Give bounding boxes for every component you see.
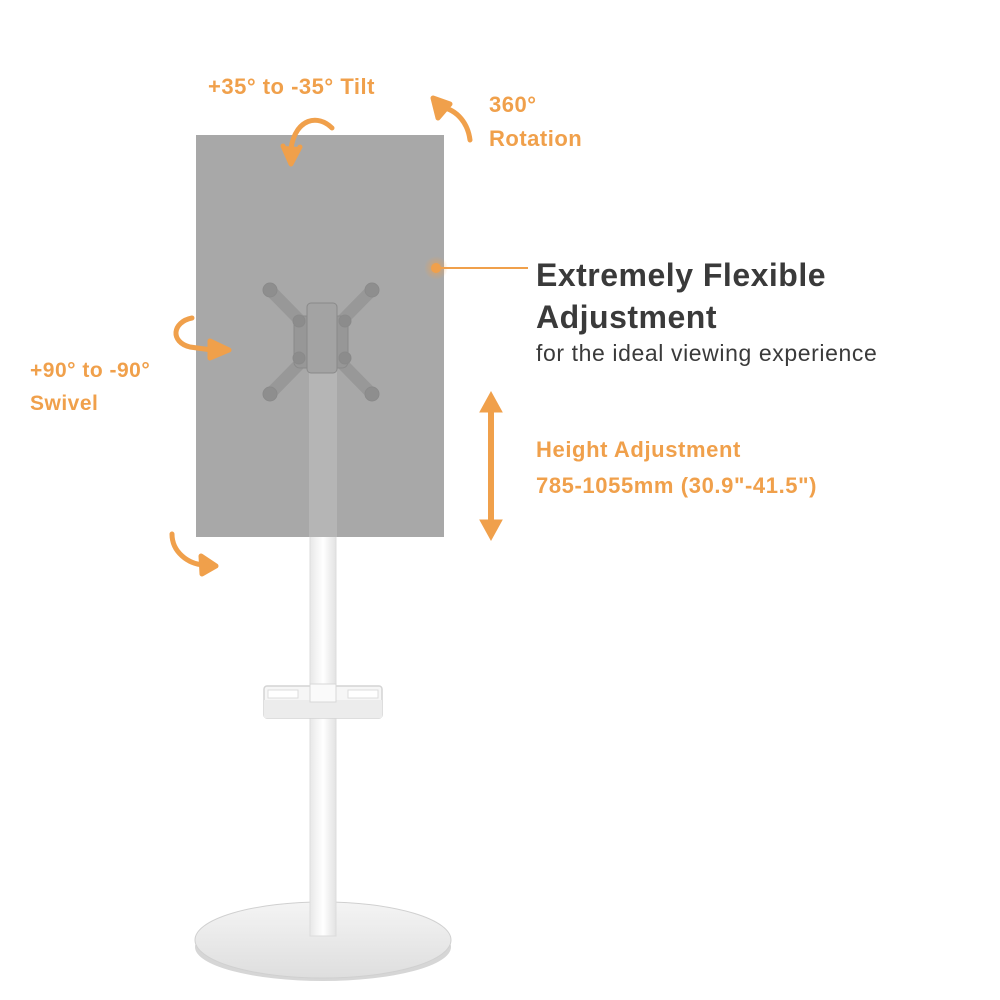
tilt-arrow-icon (280, 117, 335, 167)
rotation-label-line2: Rotation (489, 126, 583, 151)
height-label: Height Adjustment 785-1055mm (30.9"-41.5… (536, 432, 817, 504)
rotation-label: 360° Rotation (489, 88, 582, 156)
feature-subtitle: for the ideal viewing experience (536, 340, 878, 366)
stand-pole (309, 535, 337, 937)
feature-title-line2: Adjustment (536, 299, 717, 335)
accessory-tray (263, 683, 383, 719)
height-range: 785-1055mm (30.9"-41.5") (536, 473, 818, 498)
rotation-arrow-icon (430, 95, 473, 143)
feature-title: Extremely Flexible Adjustment (536, 254, 826, 338)
height-arrow-icon (479, 390, 503, 542)
swivel-label-line2: Swivel (30, 392, 99, 415)
swivel-label: +90° to -90° Swivel (30, 354, 150, 420)
stand-base (194, 901, 452, 981)
feature-title-line1: Extremely Flexible (536, 257, 827, 293)
height-title: Height Adjustment (536, 437, 741, 462)
vesa-mount (262, 282, 380, 402)
tilt-label: +35° to -35° Tilt (208, 74, 375, 99)
swivel-label-line1: +90° to -90° (30, 359, 151, 382)
corner-rotation-arrow-icon (169, 531, 219, 577)
swivel-arrow-icon (173, 315, 232, 361)
callout-pointer (424, 256, 528, 280)
rotation-label-line1: 360° (489, 92, 537, 117)
